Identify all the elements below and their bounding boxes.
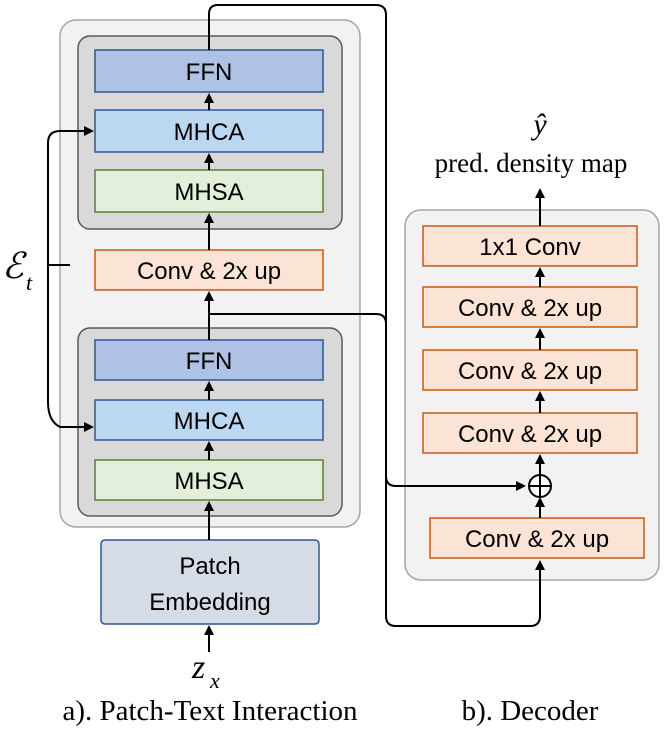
- sum-node: [528, 474, 552, 498]
- decoder-conv-up-2-block: Conv & 2x up: [422, 349, 638, 391]
- decoder-conv-up-3-block: Conv & 2x up: [422, 412, 638, 454]
- encoder-conv-label: Conv & 2x up: [137, 258, 281, 285]
- upper-mhca-block: MHCA: [94, 109, 324, 153]
- lower-ffn-block: FFN: [94, 339, 324, 381]
- text-embedding-arrows: [47, 126, 94, 432]
- encoder-output-connector: [208, 4, 545, 627]
- text-embedding-label: ℰ t: [2, 246, 33, 295]
- lower-ffn-label: FFN: [186, 348, 233, 375]
- caption-left: a). Patch-Text Interaction: [62, 695, 358, 727]
- encoder-conv-block: Conv & 2x up: [94, 249, 324, 291]
- lower-mhca-block: MHCA: [94, 399, 324, 441]
- upper-mhca-label: MHCA: [174, 119, 245, 146]
- text-embedding-subscript: t: [26, 270, 33, 295]
- patch-embedding-line2: Embedding: [149, 589, 270, 616]
- lower-mhsa-block: MHSA: [94, 459, 324, 501]
- input-symbol: z: [191, 649, 205, 686]
- decoder-conv-up-bottom-block: Conv & 2x up: [429, 517, 645, 559]
- patch-embedding-block: Patch Embedding: [100, 539, 320, 625]
- decoder-conv-up-3-label: Conv & 2x up: [458, 421, 602, 448]
- decoder-conv-up-1-block: Conv & 2x up: [422, 286, 638, 328]
- upper-ffn-label: FFN: [186, 59, 233, 86]
- upper-ffn-block: FFN: [94, 49, 324, 93]
- lower-mhsa-label: MHSA: [174, 468, 243, 495]
- decoder-conv-up-bottom-label: Conv & 2x up: [465, 526, 609, 553]
- output-label: pred. density map: [435, 148, 628, 178]
- decoder-conv1x1-label: 1x1 Conv: [479, 234, 580, 261]
- input-subscript: x: [209, 668, 220, 693]
- lower-mhca-label: MHCA: [174, 408, 245, 435]
- decoder-conv-up-1-label: Conv & 2x up: [458, 295, 602, 322]
- input-label: z x: [191, 649, 220, 693]
- patch-embedding-line1: Patch: [179, 553, 240, 580]
- text-embedding-symbol: ℰ: [2, 246, 27, 286]
- decoder-conv-up-2-label: Conv & 2x up: [458, 358, 602, 385]
- upper-mhsa-block: MHSA: [94, 169, 324, 213]
- caption-right: b). Decoder: [462, 695, 599, 727]
- decoder-conv1x1-block: 1x1 Conv: [422, 225, 638, 267]
- upper-mhsa-label: MHSA: [174, 179, 243, 206]
- output-symbol: ŷ: [530, 108, 547, 141]
